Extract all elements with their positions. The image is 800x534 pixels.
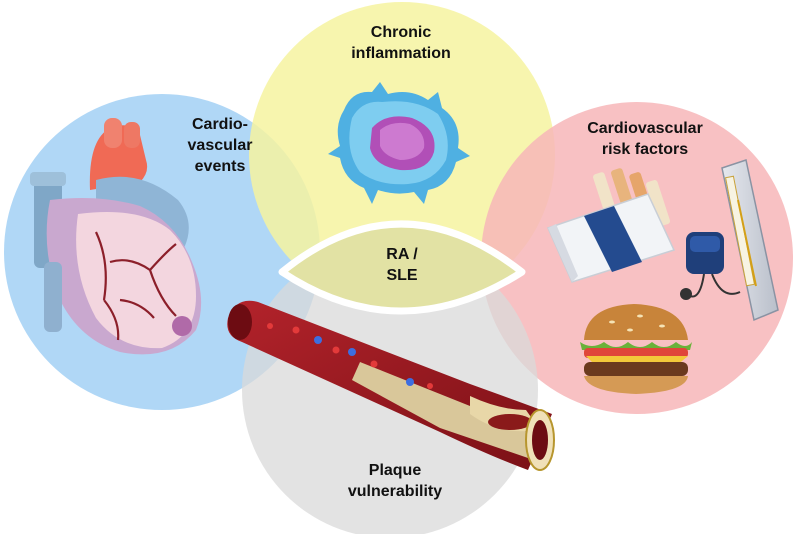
label-center-ra-sle: RA / SLE xyxy=(386,246,418,284)
label-cardiovascular-risk-factors: Cardiovascular risk factors xyxy=(587,120,703,158)
label-cardiovascular-events: Cardio- vascular events xyxy=(187,116,253,175)
blood-pressure-monitor-icon xyxy=(680,159,779,322)
immune-cell-icon xyxy=(328,82,470,204)
heart-icon xyxy=(30,118,202,355)
center-lens-ra-sle xyxy=(278,220,526,315)
label-chronic-inflammation: Chronic inflammation xyxy=(351,24,451,62)
label-plaque-vulnerability: Plaque vulnerability xyxy=(347,462,443,500)
cigarette-pack-icon xyxy=(546,168,676,283)
hamburger-icon xyxy=(580,304,692,394)
artery-plaque-icon xyxy=(227,300,555,471)
